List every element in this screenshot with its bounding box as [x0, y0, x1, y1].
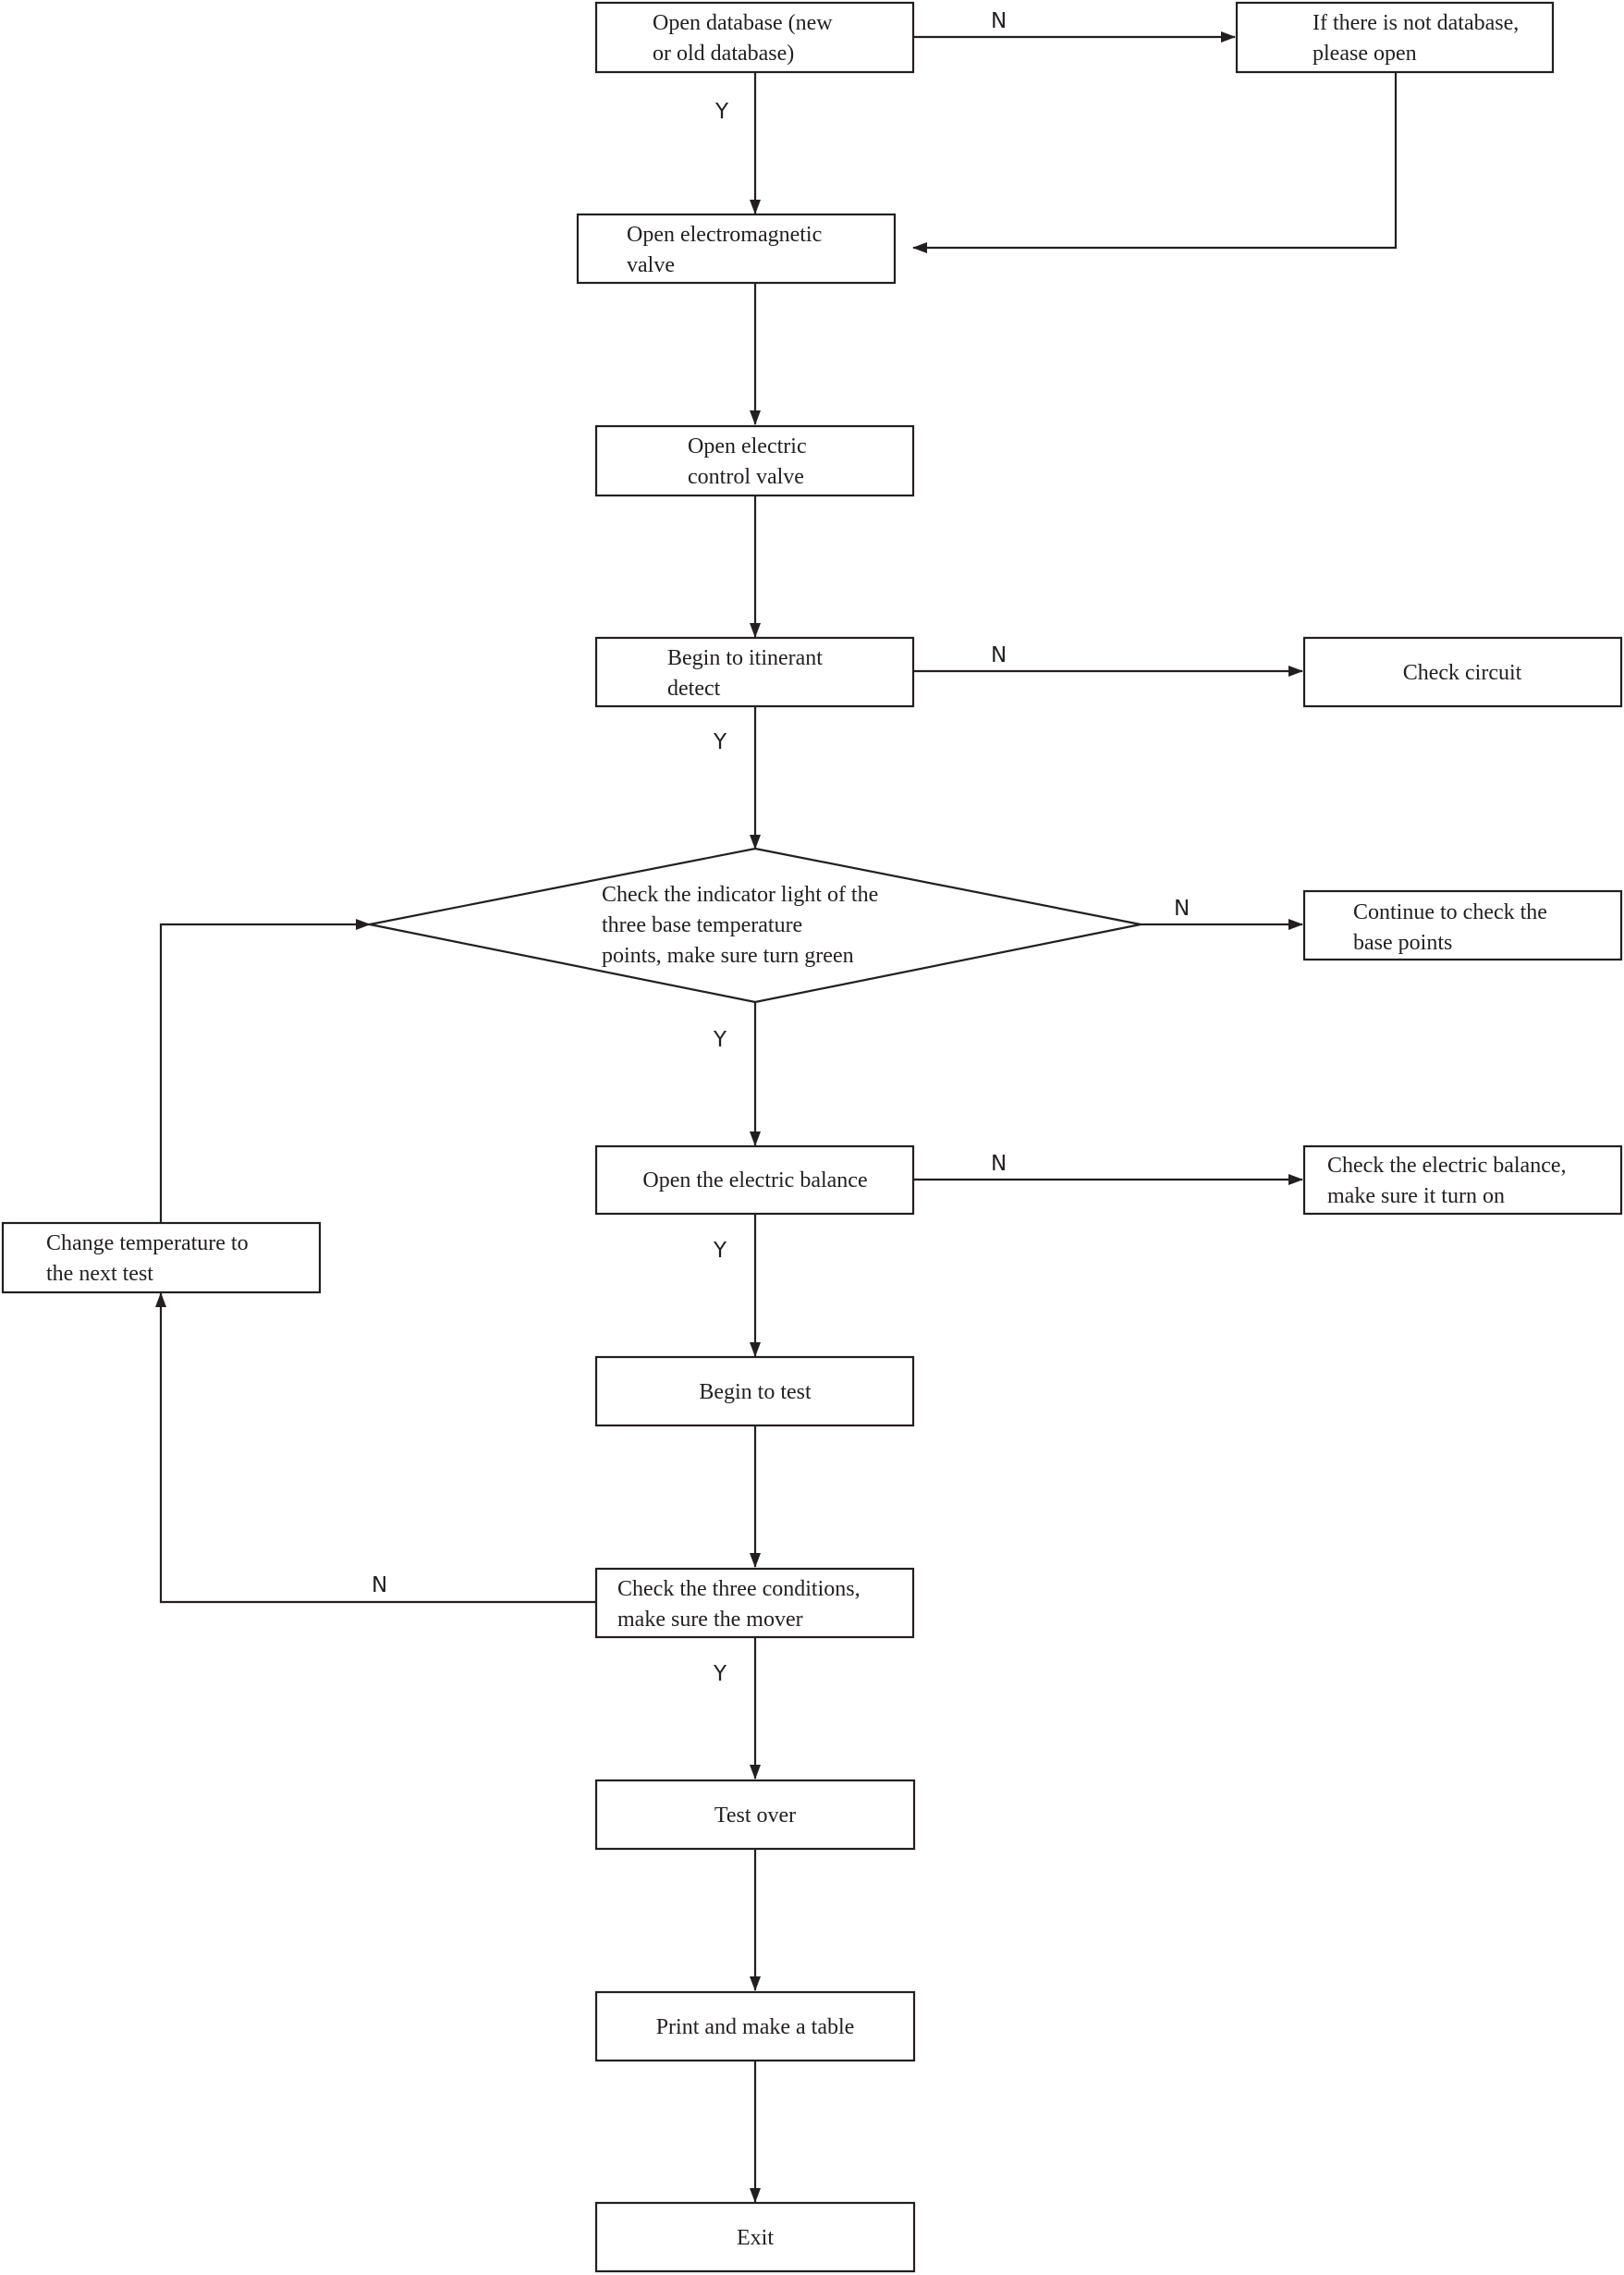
edge-labels: Y N N Y N Y N Y N Y — [372, 9, 1190, 1686]
edges — [155, 31, 1398, 2203]
node-change-temperature-line1: Change temperature to — [46, 1231, 249, 1255]
node-open-database-line1: Open database (new — [653, 11, 833, 35]
label-y-opendb: Y — [714, 100, 729, 124]
node-check-circuit-line1: Check circuit — [1403, 661, 1522, 685]
edge-nodb-to-emvalve — [912, 72, 1398, 253]
label-n-opendb: N — [991, 9, 1007, 33]
label-n-itinerant: N — [991, 643, 1007, 667]
node-test-over: Test over — [594, 1779, 916, 1851]
node-test-over-line1: Test over — [714, 1804, 796, 1828]
node-itinerant-detect: Begin to itinerant detect — [594, 636, 915, 708]
node-itinerant-detect-line2: detect — [667, 677, 721, 701]
label-y-indicator: Y — [713, 1028, 727, 1052]
node-change-temperature-line2: the next test — [46, 1262, 153, 1286]
label-y-itinerant: Y — [713, 730, 727, 754]
node-begin-test: Begin to test — [594, 1355, 915, 1427]
node-indicator-decision-line3: points, make sure turn green — [602, 944, 854, 968]
label-y-balance: Y — [713, 1239, 727, 1263]
node-electric-control-valve-line1: Open electric — [688, 434, 807, 459]
label-n-balance: N — [991, 1152, 1007, 1176]
node-indicator-decision: Check the indicator light of the three b… — [369, 847, 1142, 1004]
label-y-conditions: Y — [713, 1662, 727, 1686]
node-open-database-line2: or old database) — [653, 42, 794, 66]
node-check-electric-balance: Check the electric balance, make sure it… — [1302, 1144, 1623, 1216]
node-indicator-decision-line2: three base temperature — [602, 913, 802, 937]
edge-changetemp-to-indicator — [159, 919, 371, 1222]
edge-conditions-to-changetemp — [155, 1292, 596, 1604]
node-open-electric-balance-line1: Open the electric balance — [642, 1168, 867, 1193]
node-check-circuit: Check circuit — [1302, 636, 1623, 708]
node-check-electric-balance-line2: make sure it turn on — [1327, 1184, 1505, 1208]
node-no-database-line2: please open — [1313, 42, 1417, 66]
node-continue-base-points: Continue to check the base points — [1302, 889, 1623, 961]
node-exit: Exit — [594, 2201, 916, 2273]
label-n-conditions: N — [372, 1573, 387, 1597]
node-three-conditions-line1: Check the three conditions, — [617, 1577, 861, 1601]
node-indicator-decision-line1: Check the indicator light of the — [602, 883, 878, 907]
node-continue-base-points-line2: base points — [1353, 931, 1452, 955]
label-n-indicator: N — [1174, 897, 1190, 921]
node-open-electric-balance: Open the electric balance — [594, 1144, 915, 1216]
node-three-conditions: Check the three conditions, make sure th… — [594, 1567, 915, 1639]
node-continue-base-points-line1: Continue to check the — [1353, 900, 1547, 924]
node-check-electric-balance-line1: Check the electric balance, — [1327, 1154, 1567, 1178]
node-electric-control-valve: Open electric control valve — [594, 424, 915, 497]
node-no-database-line1: If there is not database, — [1313, 11, 1519, 35]
node-open-database: Open database (new or old database) — [594, 1, 915, 74]
node-electromagnetic-valve: Open electromagnetic valve — [576, 213, 897, 285]
node-exit-line1: Exit — [737, 2226, 774, 2250]
node-begin-test-line1: Begin to test — [699, 1380, 812, 1404]
node-print-table-line1: Print and make a table — [656, 2015, 855, 2039]
node-electromagnetic-valve-line2: valve — [627, 253, 675, 277]
node-electromagnetic-valve-line1: Open electromagnetic — [627, 223, 822, 247]
node-no-database: If there is not database, please open — [1235, 1, 1555, 74]
node-itinerant-detect-line1: Begin to itinerant — [667, 646, 823, 670]
node-electric-control-valve-line2: control valve — [688, 465, 804, 489]
node-change-temperature: Change temperature to the next test — [1, 1221, 322, 1294]
node-print-table: Print and make a table — [594, 1990, 916, 2062]
node-three-conditions-line2: make sure the mover — [617, 1608, 803, 1632]
